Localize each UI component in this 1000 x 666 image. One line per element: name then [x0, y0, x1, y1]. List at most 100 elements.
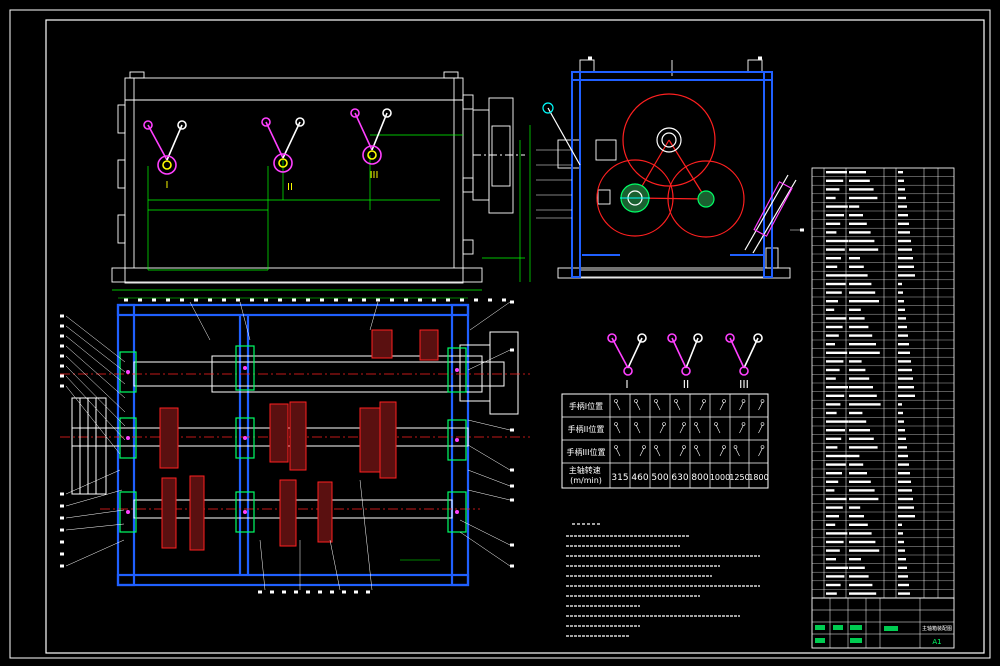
parts-list-text-mark	[849, 222, 867, 225]
parts-list-text-mark	[898, 351, 910, 354]
side-view-arms	[542, 102, 797, 254]
drawing-frame	[45, 19, 985, 654]
technical-notes	[566, 523, 760, 637]
parts-list-text-mark	[849, 497, 879, 501]
parts-list-text-mark	[898, 566, 907, 569]
parts-list-text-mark	[849, 360, 862, 363]
parts-list-text-mark	[898, 188, 905, 191]
balloon-mark	[320, 298, 324, 302]
shift-glyph-knob	[682, 422, 686, 426]
parts-list-text-mark	[898, 334, 908, 337]
balloon-mark	[366, 590, 370, 594]
speed-value-1: 315	[611, 473, 628, 483]
parts-list-text-mark	[849, 437, 874, 440]
parts-list-text-mark	[898, 325, 907, 329]
parts-list-text-mark	[898, 540, 904, 544]
parts-list-text-mark	[898, 411, 903, 415]
balloon-mark	[306, 590, 310, 594]
table-row-header-4-line2: (m/min)	[570, 476, 602, 485]
balloon-mark	[60, 528, 64, 532]
shift-glyph-stem	[635, 424, 641, 434]
shift-glyph-stem	[715, 424, 721, 434]
table-row-header-3: 手柄III位置	[566, 447, 605, 457]
balloon-mark	[138, 298, 142, 302]
parts-list-text-mark	[898, 377, 913, 380]
parts-list-text-mark	[826, 282, 846, 286]
shift-glyph-knob	[714, 422, 718, 426]
parts-list-text-mark	[826, 248, 845, 251]
parts-list-text-mark	[826, 334, 839, 337]
parts-list-text-mark	[849, 214, 863, 217]
parts-list-text-mark	[826, 265, 838, 268]
parts-list-text-mark	[898, 231, 910, 234]
parts-list-text-mark	[898, 196, 906, 200]
parts-list-text-mark	[898, 368, 912, 372]
parts-list-text-mark	[849, 583, 873, 587]
lever-i	[143, 120, 187, 175]
parts-list-text-mark	[826, 231, 837, 234]
balloon-mark	[60, 540, 64, 544]
parts-list-text-mark	[898, 360, 911, 363]
shift-glyph-stem	[639, 447, 645, 457]
balloon-marks	[60, 56, 804, 594]
legend-lever-ii	[667, 333, 703, 376]
parts-list-text-mark	[826, 205, 848, 208]
shift-glyph-stem	[615, 424, 621, 434]
parts-list-text-mark	[826, 566, 849, 569]
balloon-mark	[194, 298, 198, 302]
parts-list-text-mark	[898, 429, 905, 432]
parts-list-text-mark	[826, 403, 841, 406]
parts-list-text-mark	[898, 308, 905, 311]
parts-list-text-mark	[826, 558, 836, 561]
parts-list-text-mark	[849, 454, 860, 458]
parts-list-text-mark	[826, 317, 847, 320]
shift-glyph-stem	[699, 401, 705, 411]
balloon-mark	[292, 298, 296, 302]
parts-list-text-mark	[826, 360, 844, 363]
parts-list-text-mark	[898, 394, 915, 397]
shift-glyph-stem	[615, 447, 621, 457]
parts-list-text-mark	[826, 377, 836, 380]
parts-list-text-mark	[849, 300, 879, 303]
legend-lever-iii	[725, 333, 763, 376]
parts-list-text-mark	[849, 566, 865, 569]
table-row-header-4: 主轴转速 (m/min)	[569, 465, 604, 485]
parts-list-text-mark	[826, 463, 846, 466]
lever-iii	[350, 108, 392, 165]
parts-list-text-mark	[898, 575, 908, 578]
parts-list-text-mark	[826, 489, 835, 492]
parts-list-text-mark	[898, 583, 909, 587]
shift-glyph-stem	[739, 401, 744, 411]
parts-list-text-mark	[849, 480, 871, 483]
parts-list-text-mark	[826, 300, 838, 303]
balloon-mark	[264, 298, 268, 302]
parts-list-text-mark	[826, 411, 837, 415]
parts-list-text-mark	[826, 257, 841, 260]
parts-list-text-mark	[898, 472, 910, 475]
balloon-mark	[124, 298, 128, 302]
parts-list-text-mark	[826, 274, 850, 277]
parts-list-text-mark	[849, 446, 878, 449]
parts-list-text-mark	[826, 171, 847, 174]
front-lever-label-2: II	[287, 182, 293, 193]
parts-list-text-mark	[849, 317, 865, 320]
shift-glyph-stem	[655, 447, 661, 457]
parts-list-text-mark	[849, 575, 869, 578]
shift-glyph-knob	[634, 422, 638, 426]
parts-list-text-mark	[849, 368, 866, 372]
shift-glyph-knob	[722, 399, 726, 403]
balloon-mark	[236, 298, 240, 302]
section-view	[60, 297, 530, 591]
parts-list-text-mark	[826, 188, 840, 191]
parts-list-text-mark	[898, 558, 906, 561]
parts-list-text-mark	[849, 411, 863, 415]
parts-list-text-mark	[898, 532, 903, 535]
speed-values: 315 460 500 630 800 1000 1250 1800	[611, 473, 768, 483]
shift-glyph-knob	[760, 422, 765, 426]
parts-list-text-mark	[826, 420, 849, 423]
balloon-mark	[318, 590, 322, 594]
parts-list-text-mark	[898, 480, 911, 483]
shift-glyph-knob	[614, 445, 618, 449]
parts-list-text-mark	[826, 196, 836, 200]
